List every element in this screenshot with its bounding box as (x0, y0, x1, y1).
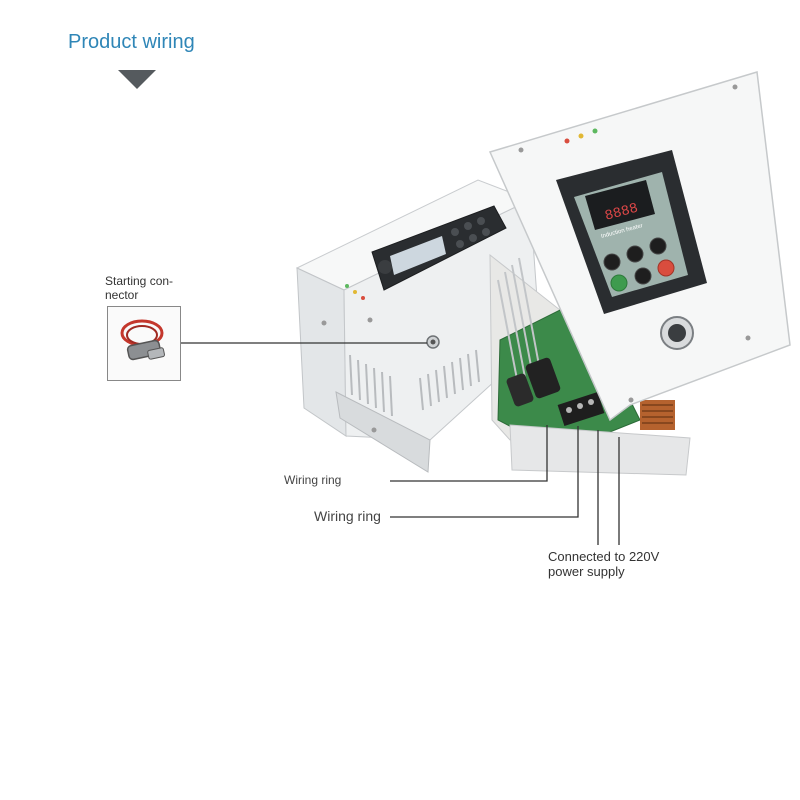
page-title: Product wiring (68, 31, 195, 53)
wiring-ring-label-2: Wiring ring (314, 508, 381, 524)
callout-lines (180, 342, 620, 545)
right-controller-panel: 8888 Induction heater (488, 71, 791, 422)
starting-connector-label: Starting con- nector (105, 274, 174, 302)
down-arrow-icon (118, 70, 156, 89)
connector-cable-icon (120, 319, 165, 361)
power-supply-label: Connected to 220V power supply (548, 549, 660, 579)
starting-connector-thumbnail (107, 306, 181, 381)
wiring-ring-label-1: Wiring ring (284, 473, 342, 487)
pcb-board (489, 253, 691, 476)
